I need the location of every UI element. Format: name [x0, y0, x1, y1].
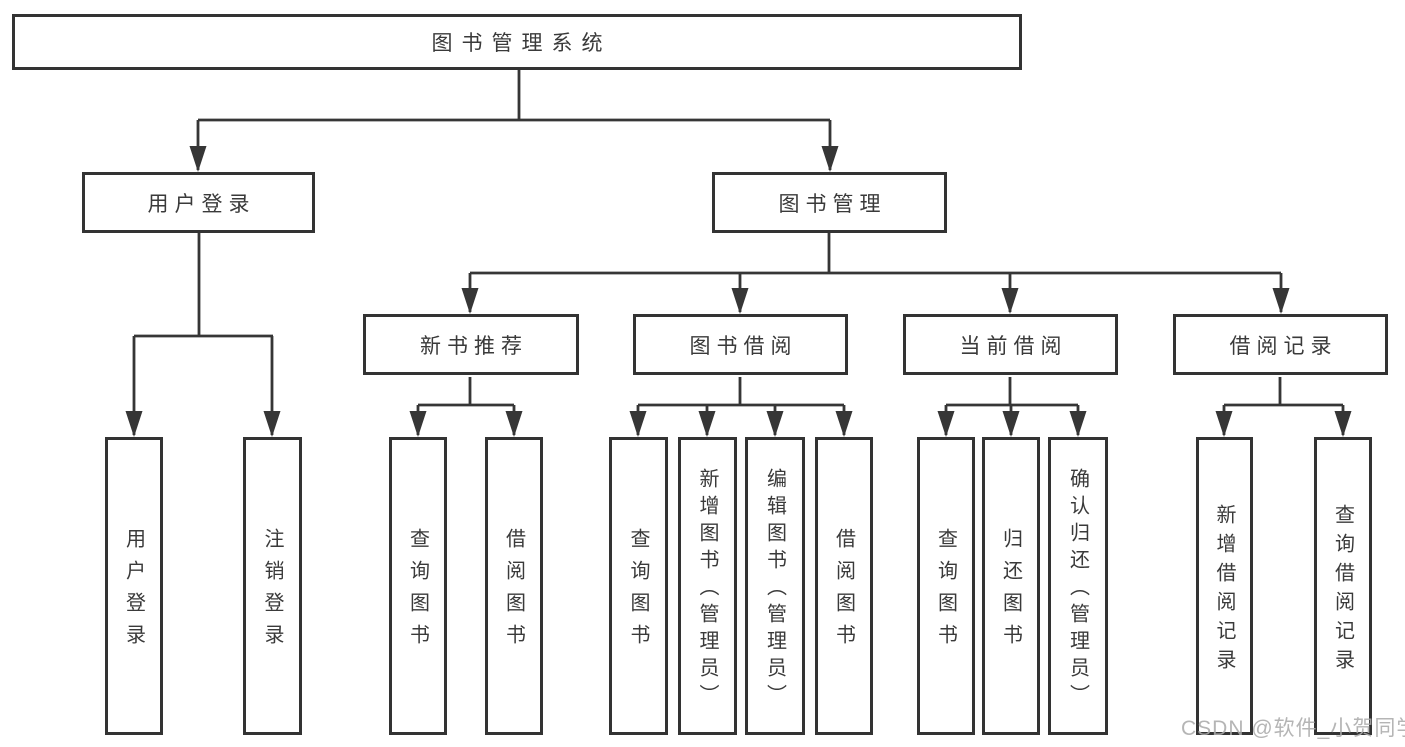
leaf-query-borrow-record: 查询借阅记录 — [1314, 437, 1372, 735]
leaf-label: 借阅图书 — [832, 528, 855, 656]
node-library-management-system: 图书管理系统 — [12, 14, 1022, 70]
node-label: 图书借阅 — [689, 334, 798, 358]
node-current-borrow: 当前借阅 — [903, 314, 1118, 375]
leaf-edit-book-admin: 编辑图书（管理员） — [745, 437, 805, 735]
leaf-label: 用户登录 — [122, 528, 145, 656]
node-borrow-records: 借阅记录 — [1173, 314, 1388, 375]
node-book-borrow: 图书借阅 — [633, 314, 848, 375]
node-label: 图书管理 — [778, 192, 887, 216]
node-new-book-recommend: 新书推荐 — [363, 314, 579, 375]
leaf-query-books-recommend: 查询图书 — [389, 437, 447, 735]
node-user-login: 用户登录 — [82, 172, 315, 233]
leaf-label: 新增图书（管理员） — [696, 468, 718, 711]
leaf-label: 查询图书 — [934, 528, 957, 656]
leaf-user-login: 用户登录 — [105, 437, 163, 735]
node-label: 用户登录 — [147, 192, 256, 216]
leaf-label: 注销登录 — [261, 528, 283, 656]
leaf-confirm-return-admin: 确认归还（管理员） — [1048, 437, 1108, 735]
leaf-borrow-books: 借阅图书 — [815, 437, 873, 735]
node-label: 借阅记录 — [1229, 334, 1338, 358]
leaf-query-books-current: 查询图书 — [917, 437, 975, 735]
csdn-watermark: CSDN @软件_小贺同学 — [1181, 717, 1405, 740]
leaf-label: 确认归还（管理员） — [1066, 468, 1089, 711]
leaf-label: 编辑图书（管理员） — [763, 468, 786, 711]
leaf-label: 查询图书 — [406, 528, 429, 656]
node-book-management: 图书管理 — [712, 172, 947, 233]
leaf-label: 查询借阅记录 — [1331, 503, 1354, 678]
node-label: 当前借阅 — [959, 334, 1068, 358]
leaf-label: 查询图书 — [627, 528, 649, 656]
node-label: 新书推荐 — [420, 334, 528, 358]
leaf-add-book-admin: 新增图书（管理员） — [678, 437, 737, 735]
leaf-return-book: 归还图书 — [982, 437, 1040, 735]
leaf-borrow-books-recommend: 借阅图书 — [485, 437, 543, 735]
leaf-label: 借阅图书 — [502, 528, 525, 656]
leaf-logout: 注销登录 — [243, 437, 302, 735]
leaf-add-borrow-record: 新增借阅记录 — [1196, 437, 1253, 735]
node-label: 图书管理系统 — [431, 32, 612, 55]
leaf-label: 归还图书 — [999, 528, 1022, 656]
leaf-query-books-borrow: 查询图书 — [609, 437, 668, 735]
leaf-label: 新增借阅记录 — [1213, 503, 1235, 678]
